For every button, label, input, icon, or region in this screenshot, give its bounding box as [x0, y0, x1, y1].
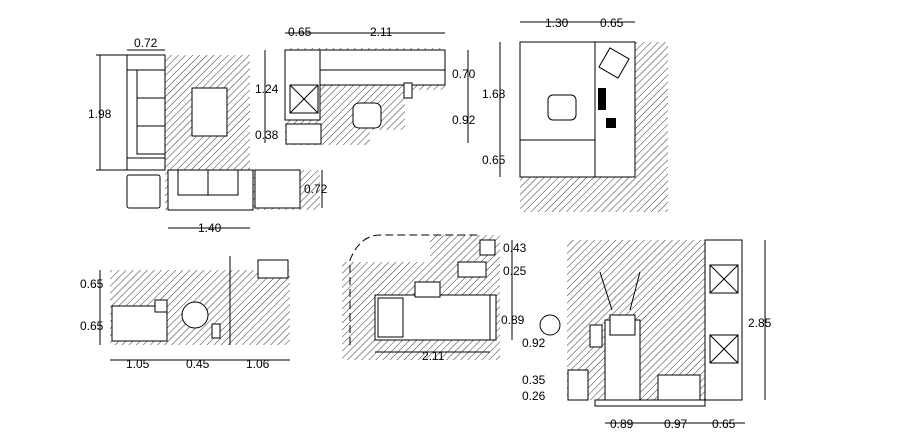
plan-f-dim-left-2: 0.35	[522, 373, 546, 387]
plan-b-dim-top-left: 0.65	[288, 25, 312, 39]
plan-c-dim-left-upper: 1.68	[482, 87, 506, 101]
plan-a-dim-bottom: 1.40	[198, 221, 222, 235]
plan-b-dim-top-right: 2.11	[370, 25, 393, 39]
plan-f-dim-left-1: 0.92	[522, 336, 546, 350]
plan-b-desk-layout: 0.65 2.11 1.24 0.38 0.70 0.92	[255, 25, 476, 145]
plan-f-dim-bottom-1: 0.89	[610, 417, 634, 431]
plan-d-dim-left-lower: 0.65	[80, 319, 104, 333]
plan-b-dim-right-upper: 0.70	[452, 67, 476, 81]
plan-e-bed-layout: 0.43 0.25 0.89 2.11	[342, 234, 527, 363]
plan-c-dim-top-right: 0.65	[600, 16, 624, 30]
plan-d-dim-left-upper: 0.65	[80, 277, 104, 291]
plan-d-dim-bottom-2: 0.45	[186, 357, 210, 371]
plan-f-dim-left-3: 0.26	[522, 389, 546, 403]
plan-f-dim-bottom-3: 0.65	[712, 417, 736, 431]
plan-e-dim-right-3: 0.89	[501, 313, 525, 327]
plan-a-living-sofa: 0.72 1.98 0.72 1.40	[88, 36, 328, 235]
plan-e-dim-right-1: 0.43	[503, 241, 527, 255]
plan-d-dim-bottom-3: 1.06	[246, 357, 270, 371]
plan-f-dim-right: 2.85	[748, 316, 772, 330]
plan-e-dim-bottom: 2.11	[422, 349, 445, 363]
plan-a-dim-top: 0.72	[134, 36, 158, 50]
plan-c-dim-left-lower: 0.65	[482, 153, 506, 167]
plan-b-dim-left-lower: 0.38	[255, 128, 279, 142]
plan-d-bedroom-layout: 0.65 0.65 1.05 0.45 1.06	[80, 256, 290, 371]
plan-d-dim-bottom-1: 1.05	[126, 357, 150, 371]
plan-b-dim-right-lower: 0.92	[452, 113, 476, 127]
plan-a-dim-left: 1.98	[88, 107, 112, 121]
plan-e-dim-right-2: 0.25	[503, 264, 527, 278]
plan-c-office-layout: 1.30 0.65 1.68 0.65	[482, 16, 668, 212]
plan-c-dim-top-left: 1.30	[545, 16, 569, 30]
plan-b-dim-left-upper: 1.24	[255, 82, 279, 96]
plan-a-dim-right: 0.72	[304, 182, 328, 196]
plan-f-kitchen-layout: 0.92 0.35 0.26 2.85 0.89 0.97 0.65	[522, 239, 772, 431]
plan-f-dim-bottom-2: 0.97	[664, 417, 688, 431]
